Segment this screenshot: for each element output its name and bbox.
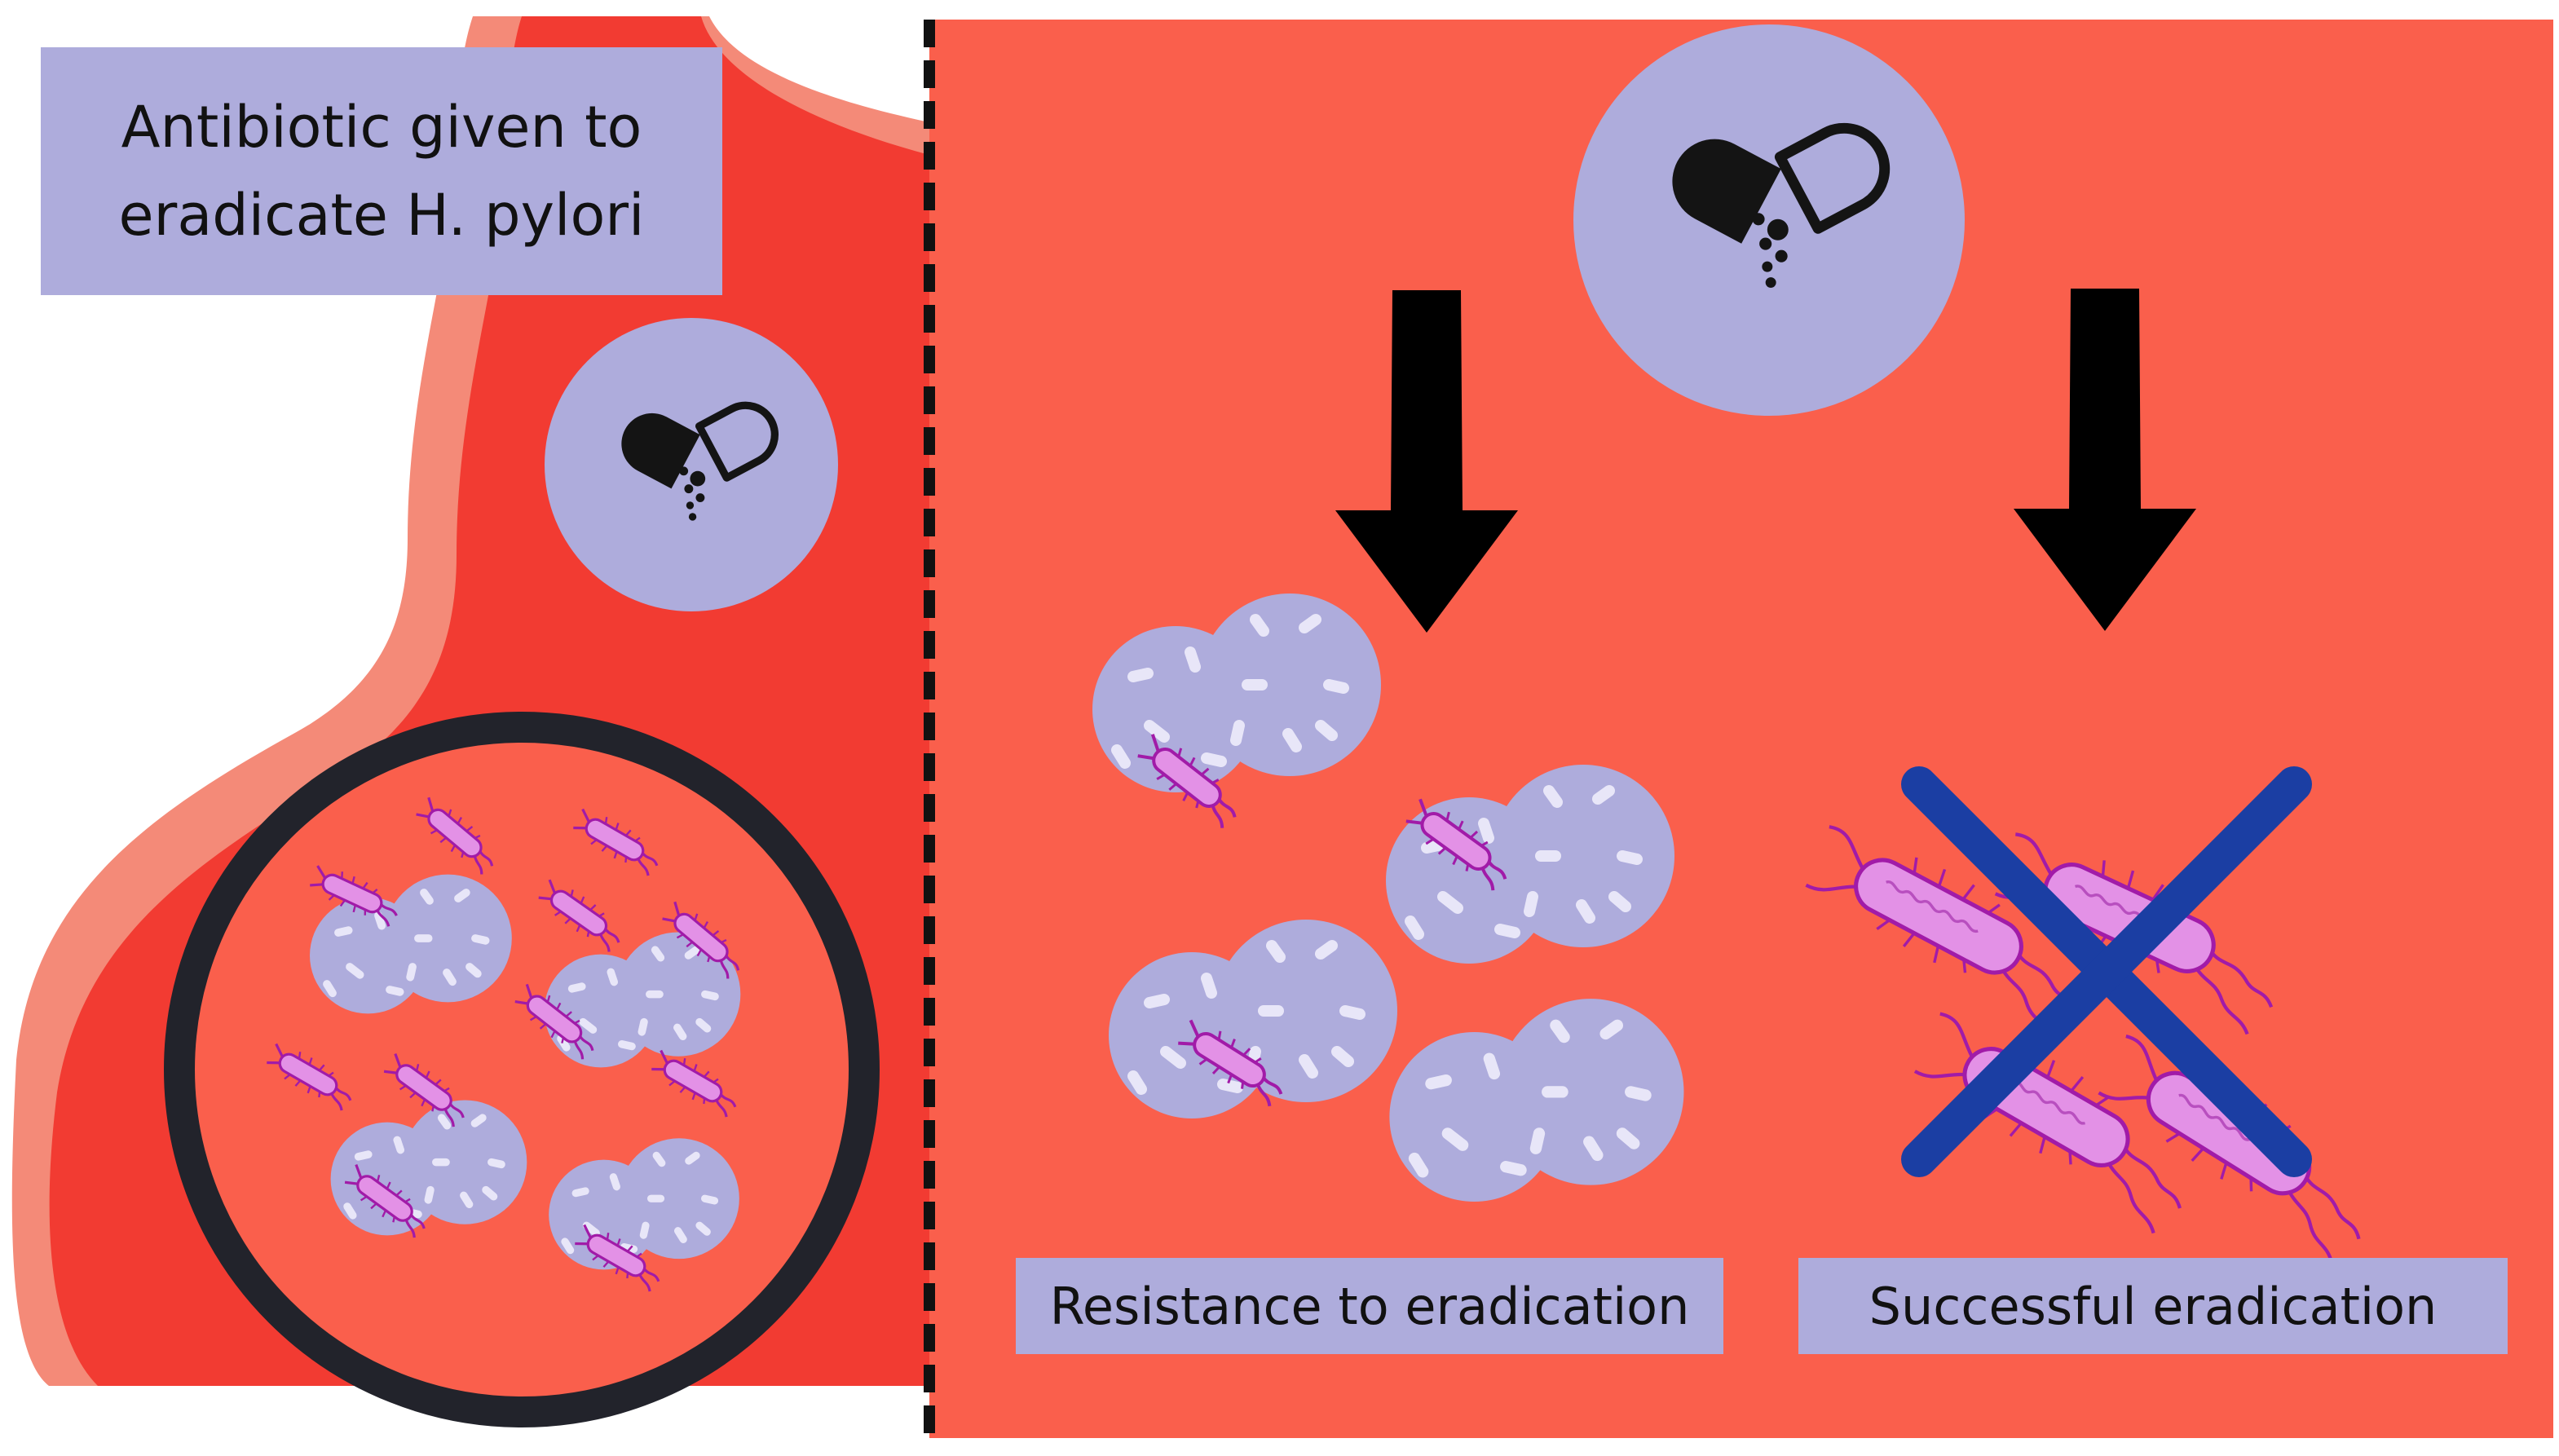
cross-icon [1901,766,2312,1177]
antibiotic-capsule-icon-small [545,318,838,611]
title-line-1: Antibiotic given to [121,94,642,161]
title-line-2: eradicate H. pylori [118,182,645,249]
success-label-text: Successful eradication [1869,1276,2438,1336]
title-label: Antibiotic given to eradicate H. pylori [41,47,722,295]
success-label: Successful eradication [1798,1258,2508,1354]
antibiotic-capsule-icon-large [1573,24,1965,416]
resistance-label: Resistance to eradication [1016,1258,1723,1354]
resistance-label-text: Resistance to eradication [1049,1276,1690,1336]
magnified-view-lens [164,712,880,1427]
